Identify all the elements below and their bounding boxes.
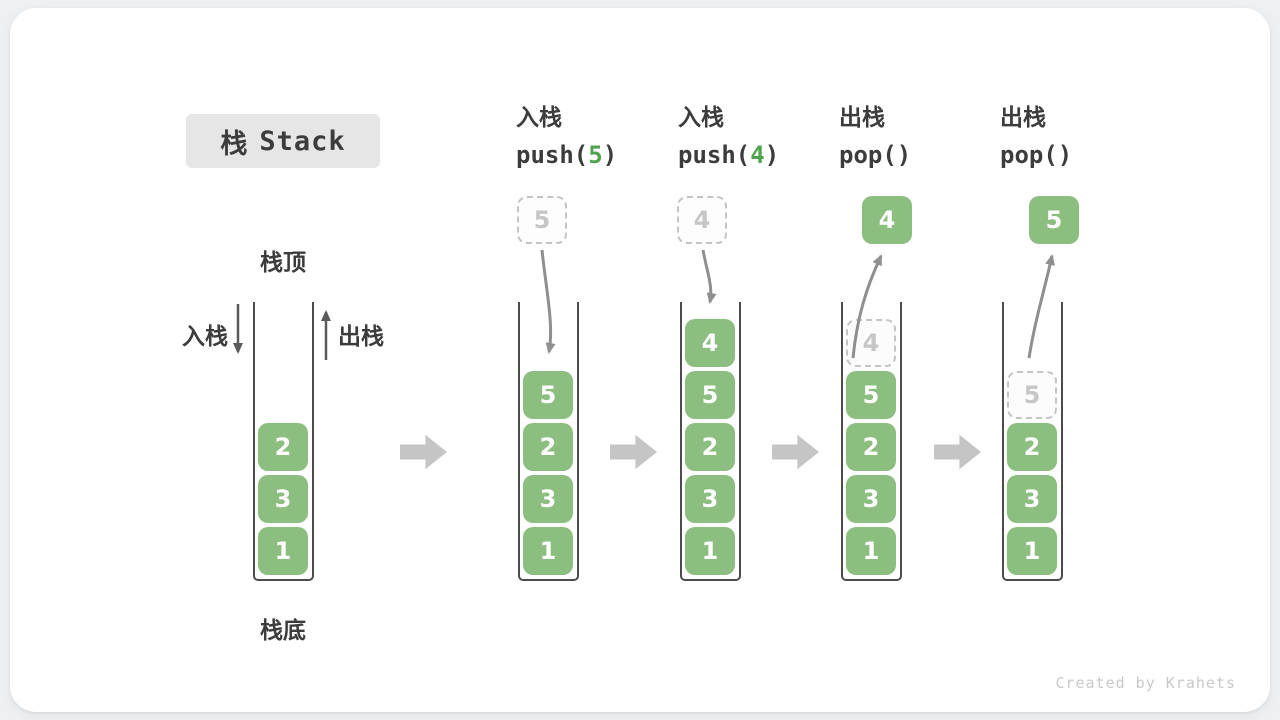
operation-arg-value: 5 bbox=[588, 141, 603, 169]
stack-container-initial-state bbox=[253, 302, 314, 581]
pop-direction-label: 出栈 bbox=[338, 324, 384, 350]
stack-item-1: 1 bbox=[846, 527, 896, 575]
push-4-flow-arrow bbox=[701, 249, 717, 304]
operation-header-code: pop() bbox=[1000, 140, 1072, 170]
stack-container-push-5 bbox=[518, 302, 579, 581]
stack-item-1: 1 bbox=[1007, 527, 1057, 575]
operation-code-text: ) bbox=[602, 141, 618, 169]
stack-item-1: 1 bbox=[523, 527, 573, 575]
operation-header-code: push(4) bbox=[678, 140, 779, 170]
push-direction-label: 入栈 bbox=[182, 324, 228, 350]
stack-item-3: 3 bbox=[523, 475, 573, 523]
floating-item-4: 4 bbox=[677, 196, 727, 244]
ghost-stack-item-4: 4 bbox=[846, 319, 896, 367]
stack-top-label: 栈顶 bbox=[260, 250, 306, 276]
stack-bottom-label: 栈底 bbox=[260, 618, 306, 644]
stack-item-3: 3 bbox=[846, 475, 896, 523]
diagram-title: 栈 Stack bbox=[186, 114, 380, 168]
ghost-stack-item-5: 5 bbox=[1007, 371, 1057, 419]
stack-item-1: 1 bbox=[258, 527, 308, 575]
watermark: Created by Krahets bbox=[1055, 674, 1236, 692]
stack-item-2: 2 bbox=[846, 423, 896, 471]
floating-item-5: 5 bbox=[517, 196, 567, 244]
operation-code-text: push( bbox=[516, 141, 589, 169]
operation-header-zh: 出栈 bbox=[1000, 105, 1046, 131]
stack-item-5: 5 bbox=[685, 371, 735, 419]
operation-header-pop-4: 出栈 pop() bbox=[839, 103, 911, 170]
next-step-arrow-3 bbox=[772, 434, 819, 470]
diagram-title-zh: 栈 bbox=[220, 128, 248, 160]
floating-item-5: 5 bbox=[1029, 196, 1079, 244]
operation-header-push-5: 入栈 push(5) bbox=[516, 103, 617, 170]
stack-container-pop-5 bbox=[1002, 302, 1063, 581]
next-step-arrow-2 bbox=[610, 434, 657, 470]
stack-item-2: 2 bbox=[1007, 423, 1057, 471]
stack-item-1: 1 bbox=[685, 527, 735, 575]
operation-header-pop-5: 出栈 pop() bbox=[1000, 103, 1072, 170]
next-step-arrow-4 bbox=[934, 434, 981, 470]
next-step-arrow-1 bbox=[400, 434, 447, 470]
operation-arg-value: 4 bbox=[750, 141, 765, 169]
operation-header-push-4: 入栈 push(4) bbox=[678, 103, 779, 170]
stack-item-5: 5 bbox=[846, 371, 896, 419]
stack-item-2: 2 bbox=[685, 423, 735, 471]
operation-code-text: pop() bbox=[1000, 141, 1073, 169]
floating-item-4: 4 bbox=[862, 196, 912, 244]
operation-code-text: pop() bbox=[839, 141, 912, 169]
operation-header-zh: 入栈 bbox=[516, 105, 562, 131]
operation-code-text: push( bbox=[678, 141, 751, 169]
stack-item-2: 2 bbox=[523, 423, 573, 471]
stack-container-pop-4 bbox=[841, 302, 902, 581]
stack-item-5: 5 bbox=[523, 371, 573, 419]
operation-header-zh: 出栈 bbox=[839, 105, 885, 131]
stack-item-3: 3 bbox=[1007, 475, 1057, 523]
operation-header-zh: 入栈 bbox=[678, 105, 724, 131]
stack-item-3: 3 bbox=[685, 475, 735, 523]
stack-item-3: 3 bbox=[258, 475, 308, 523]
operation-code-text: ) bbox=[764, 141, 780, 169]
operation-header-code: push(5) bbox=[516, 140, 617, 170]
operation-header-code: pop() bbox=[839, 140, 911, 170]
stack-item-2: 2 bbox=[258, 423, 308, 471]
stack-container-push-4 bbox=[680, 302, 741, 581]
diagram-title-en: Stack bbox=[259, 125, 346, 157]
stack-item-4: 4 bbox=[685, 319, 735, 367]
